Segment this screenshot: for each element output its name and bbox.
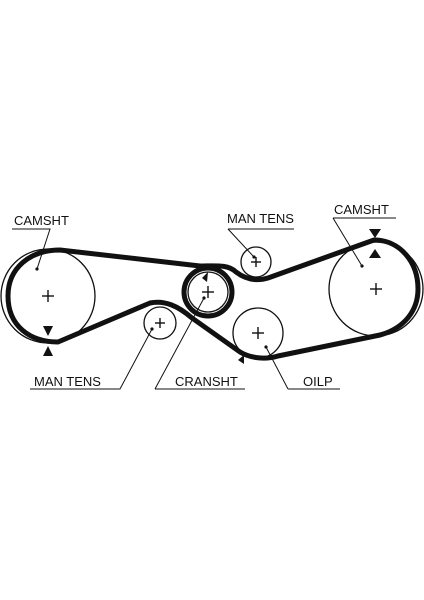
man-tens-top-leader xyxy=(227,228,294,259)
crankshaft-center-icon xyxy=(202,286,214,298)
oil-pump-timing-mark-icon xyxy=(238,355,244,364)
right-camshaft-center-icon xyxy=(370,283,382,295)
bottom-tensioner-center-icon xyxy=(155,318,165,328)
cransht-leader xyxy=(154,296,245,390)
timing-belt xyxy=(5,237,421,361)
right-camshaft-timing-mark-icon xyxy=(369,229,381,258)
man-tens-bottom-leader xyxy=(30,327,154,390)
crankshaft-timing-mark-icon xyxy=(202,272,208,282)
man-tens-top-label: MAN TENS xyxy=(227,211,294,226)
camsht-right-leader xyxy=(332,217,396,268)
left-camshaft-center-icon xyxy=(42,290,54,302)
camsht-right-label: CAMSHT xyxy=(334,202,389,217)
crankshaft-belt-wrap xyxy=(181,265,235,319)
top-tensioner-center-icon xyxy=(251,257,261,267)
camsht-left-label: CAMSHT xyxy=(14,213,69,228)
man-tens-bottom-label: MAN TENS xyxy=(34,374,101,389)
oilp-label: OILP xyxy=(303,374,333,389)
camsht-left-leader xyxy=(12,228,51,271)
cransht-label: CRANSHT xyxy=(175,374,238,389)
oil-pump-center-icon xyxy=(252,327,264,339)
left-camshaft-timing-mark-icon xyxy=(43,326,53,356)
oilp-leader xyxy=(264,345,340,390)
